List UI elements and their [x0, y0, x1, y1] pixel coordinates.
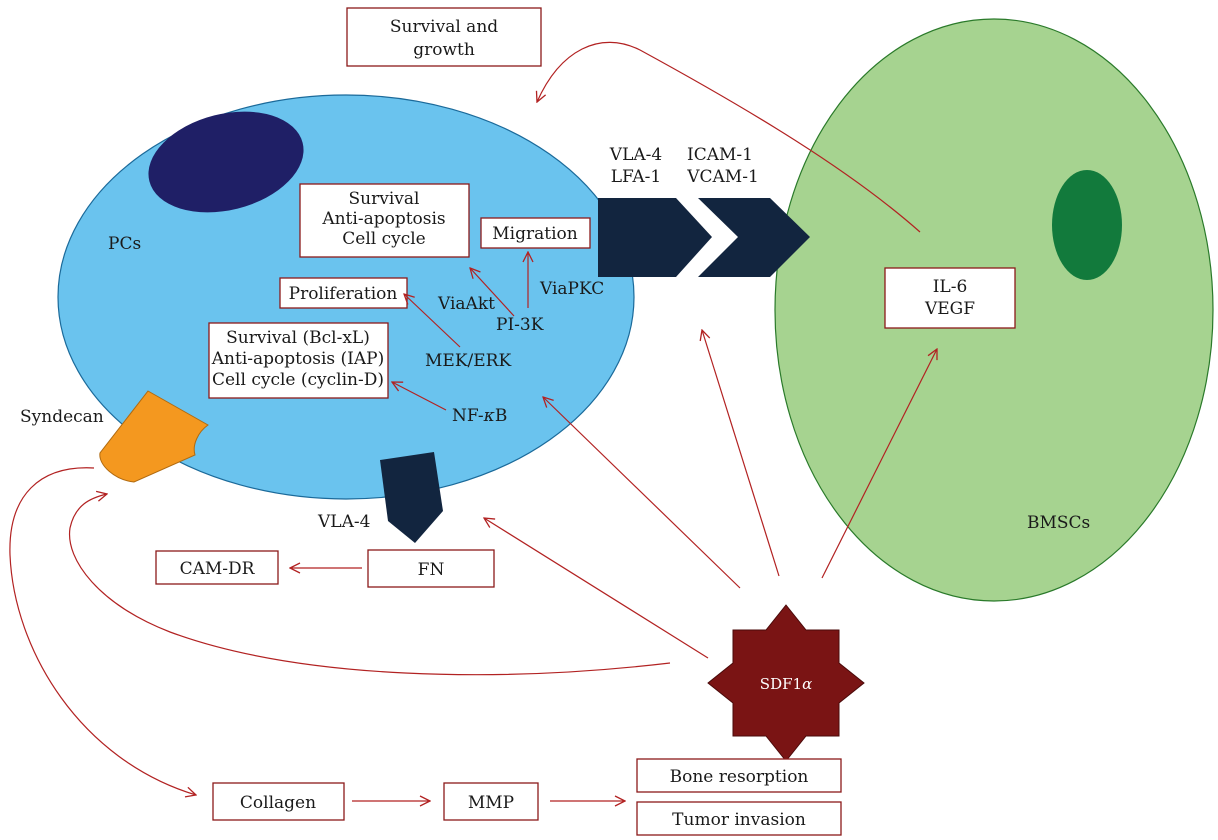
svg-text:Cell cycle (cyclin-D): Cell cycle (cyclin-D) — [212, 370, 384, 390]
svg-text:Collagen: Collagen — [240, 793, 316, 813]
svg-text:Anti-apoptosis (IAP): Anti-apoptosis (IAP) — [211, 349, 384, 369]
box-mmp: MMP — [443, 782, 539, 821]
pc-nucleus — [148, 111, 304, 213]
box-cam-dr: CAM-DR — [155, 550, 279, 585]
box-tumor-invasion: Tumor invasion — [636, 801, 842, 836]
svg-text:Tumor invasion: Tumor invasion — [672, 810, 806, 830]
icam1-label: ICAM-1 — [687, 145, 753, 165]
arrow-nfkb-to-survival — [392, 382, 447, 411]
sdf1-label: SDF1α — [760, 675, 812, 693]
arrow-il6-to-pc — [537, 41, 921, 233]
mek-erk-label: MEK/ERK — [425, 351, 511, 371]
arrow-sdf-to-il6 — [821, 349, 937, 579]
arrow-sdf-to-syndecan — [68, 494, 671, 676]
vcam1-label: VCAM-1 — [686, 167, 759, 187]
arrow-pi3k-to-survival — [470, 268, 515, 317]
svg-text:Bone resorption: Bone resorption — [670, 767, 809, 787]
box-proliferation: Proliferation — [279, 277, 408, 309]
arrow-sdf-to-receptors — [702, 330, 780, 577]
box-survival-bcl: Survival (Bcl-xL) Anti-apoptosis (IAP) C… — [208, 322, 389, 399]
syndecan-label: Syndecan — [20, 407, 104, 427]
pcs-label: PCs — [108, 234, 141, 254]
arrow-sdf-to-pc — [543, 397, 741, 589]
viaakt-label: ViaAkt — [437, 294, 495, 314]
svg-text:growth: growth — [413, 40, 475, 60]
box-bone-resorption: Bone resorption — [636, 758, 842, 793]
svg-text:Proliferation: Proliferation — [289, 284, 398, 304]
svg-text:Anti-apoptosis: Anti-apoptosis — [321, 209, 445, 229]
arrow-sdf-to-fn-area — [484, 518, 709, 659]
arrow-syndecan-to-collagen — [9, 467, 196, 795]
svg-text:IL-6: IL-6 — [933, 277, 968, 297]
vla4-label: VLA-4 — [609, 145, 662, 165]
box-survival-block: Survival Anti-apoptosis Cell cycle — [299, 183, 470, 258]
box-survival-growth: Survival and growth — [346, 7, 542, 67]
bmscs-label: BMSCs — [1027, 513, 1090, 533]
pi3k-label: PI-3K — [496, 315, 544, 335]
vla4-bottom-label: VLA-4 — [317, 512, 370, 532]
box-fn: FN — [367, 549, 495, 588]
box-collagen: Collagen — [212, 782, 345, 821]
vla4-bottom-receptor — [380, 452, 443, 543]
svg-text:Migration: Migration — [492, 224, 577, 244]
svg-text:Survival (Bcl-xL): Survival (Bcl-xL) — [226, 328, 370, 348]
viapkc-label: ViaPKC — [539, 279, 604, 299]
svg-text:Survival and: Survival and — [390, 17, 498, 37]
box-il6-vegf: IL-6 VEGF — [884, 267, 1016, 329]
svg-text:CAM-DR: CAM-DR — [180, 559, 256, 579]
lfa1-label: LFA-1 — [611, 167, 661, 187]
svg-text:Survival: Survival — [349, 189, 420, 209]
svg-text:VEGF: VEGF — [924, 299, 975, 319]
syndecan-shape — [99, 390, 209, 483]
vla4-receptor — [598, 198, 712, 277]
svg-text:MMP: MMP — [468, 793, 514, 813]
icam-receptor — [698, 198, 810, 277]
box-migration: Migration — [480, 217, 591, 249]
nfkb-label: NF-κB — [452, 406, 507, 426]
arrow-mek-to-proliferation — [404, 294, 461, 348]
svg-text:Cell cycle: Cell cycle — [342, 229, 426, 249]
bmsc-nucleus — [1052, 170, 1122, 280]
svg-text:FN: FN — [418, 560, 445, 580]
